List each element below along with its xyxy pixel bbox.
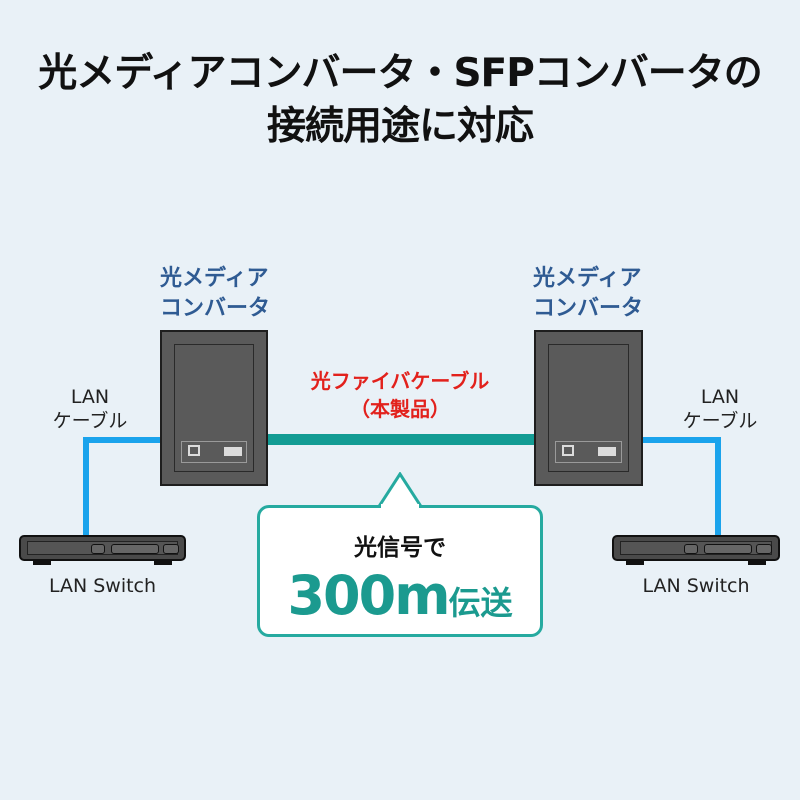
left-converter-label-line2: コンバータ <box>160 296 271 321</box>
converter-panel <box>548 344 629 472</box>
callout-suffix: 伝送 <box>448 584 513 622</box>
fiber-optic-cable <box>267 434 535 445</box>
converter-panel <box>174 344 254 472</box>
switch-port-icon <box>756 544 772 554</box>
fiber-cable-label: 光ファイバケーブル （本製品） <box>270 367 530 423</box>
left-lan-cable-label-line1: LAN <box>70 386 110 408</box>
port-panel <box>181 441 247 463</box>
left-lan-cable-label-line2: ケーブル <box>52 410 128 432</box>
switch-port-icon <box>684 544 698 554</box>
rj45-port-icon <box>562 445 574 456</box>
right-converter-label-line2: コンバータ <box>533 296 644 321</box>
switch-foot <box>748 561 766 565</box>
right-lan-cable-label-line1: LAN <box>700 386 740 408</box>
fiber-cable-label-line2: （本製品） <box>350 397 450 421</box>
right-lan-cable-label-line2: ケーブル <box>682 410 758 432</box>
left-lan-cable-horizontal <box>83 437 163 443</box>
left-lan-cable-vertical <box>83 437 89 537</box>
left-lan-cable-label: LAN ケーブル <box>40 385 140 433</box>
fiber-cable-label-line1: 光ファイバケーブル <box>310 369 490 393</box>
switch-port-group-icon <box>704 544 752 554</box>
switch-foot <box>33 561 51 565</box>
port-panel <box>555 441 622 463</box>
callout-line1: 光信号で <box>354 535 446 561</box>
callout-distance: 300m <box>287 564 450 627</box>
left-media-converter <box>160 330 268 486</box>
left-lan-switch <box>19 535 186 565</box>
right-converter-label-line1: 光メディア <box>533 266 642 291</box>
right-lan-cable-vertical <box>715 437 721 537</box>
switch-foot <box>626 561 644 565</box>
left-converter-label-line1: 光メディア <box>160 266 269 291</box>
fiber-port-icon <box>598 447 616 456</box>
switch-foot <box>154 561 172 565</box>
callout-pointer-join <box>381 504 419 509</box>
switch-port-group-icon <box>111 544 159 554</box>
right-lan-switch <box>612 535 780 565</box>
title-line2: 接続用途に対応 <box>266 104 534 149</box>
switch-port-icon <box>163 544 179 554</box>
right-converter-label: 光メディア コンバータ <box>533 264 643 324</box>
title-line1: 光メディアコンバータ・SFPコンバータの <box>38 51 763 96</box>
right-switch-label: LAN Switch <box>642 575 750 597</box>
fiber-port-icon <box>224 447 242 456</box>
rj45-port-icon <box>188 445 200 456</box>
right-lan-cable-horizontal <box>640 437 721 443</box>
switch-port-icon <box>91 544 105 554</box>
callout-line2: 300m伝送 <box>260 564 540 627</box>
left-switch-label: LAN Switch <box>48 575 157 597</box>
left-converter-label: 光メディア コンバータ <box>160 264 270 324</box>
callout-box: 光信号で 300m伝送 <box>257 505 543 637</box>
right-media-converter <box>534 330 643 486</box>
right-lan-cable-label: LAN ケーブル <box>670 385 770 433</box>
